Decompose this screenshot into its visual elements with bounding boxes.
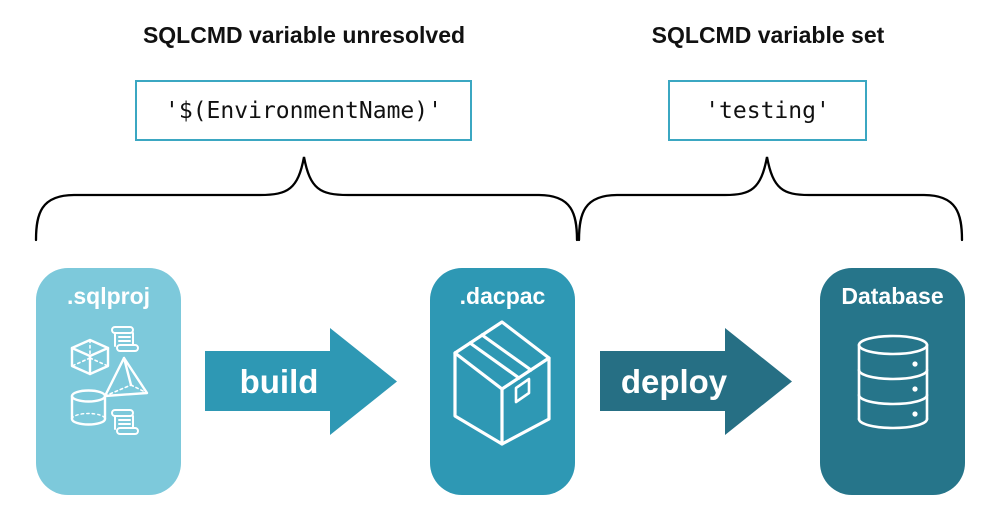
node-database: Database [820,268,965,495]
package-icon [453,320,551,446]
deploy-arrow-icon [600,328,792,435]
node-dacpac: .dacpac [430,268,575,495]
code-box-unresolved: '$(EnvironmentName)' [135,80,472,141]
node-sqlproj-label: .sqlproj [66,283,151,309]
heading-variable-unresolved: SQLCMD variable unresolved [142,22,466,48]
node-database-label: Database [841,283,944,309]
code-value-unresolved: '$(EnvironmentName)' [165,97,442,124]
scroll-icon [111,326,139,352]
deploy-arrow-label: deploy [620,362,728,400]
node-dacpac-label: .dacpac [459,283,546,309]
brace-group [34,156,964,242]
scroll-icon [111,409,139,435]
cube-icon [70,338,110,376]
cylinder-icon [70,389,107,426]
node-sqlproj: .sqlproj [36,268,181,495]
database-cylinder-icon [857,334,929,430]
code-box-set: 'testing' [668,80,867,141]
heading-variable-set: SQLCMD variable set [651,22,885,48]
sqlproj-object-icons [70,326,149,435]
pyramid-icon [103,356,149,398]
build-arrow-label: build [239,362,319,400]
build-arrow-icon [205,328,397,435]
code-value-set: 'testing' [705,97,830,124]
right-brace-icon [577,156,964,242]
left-brace-icon [34,156,579,242]
